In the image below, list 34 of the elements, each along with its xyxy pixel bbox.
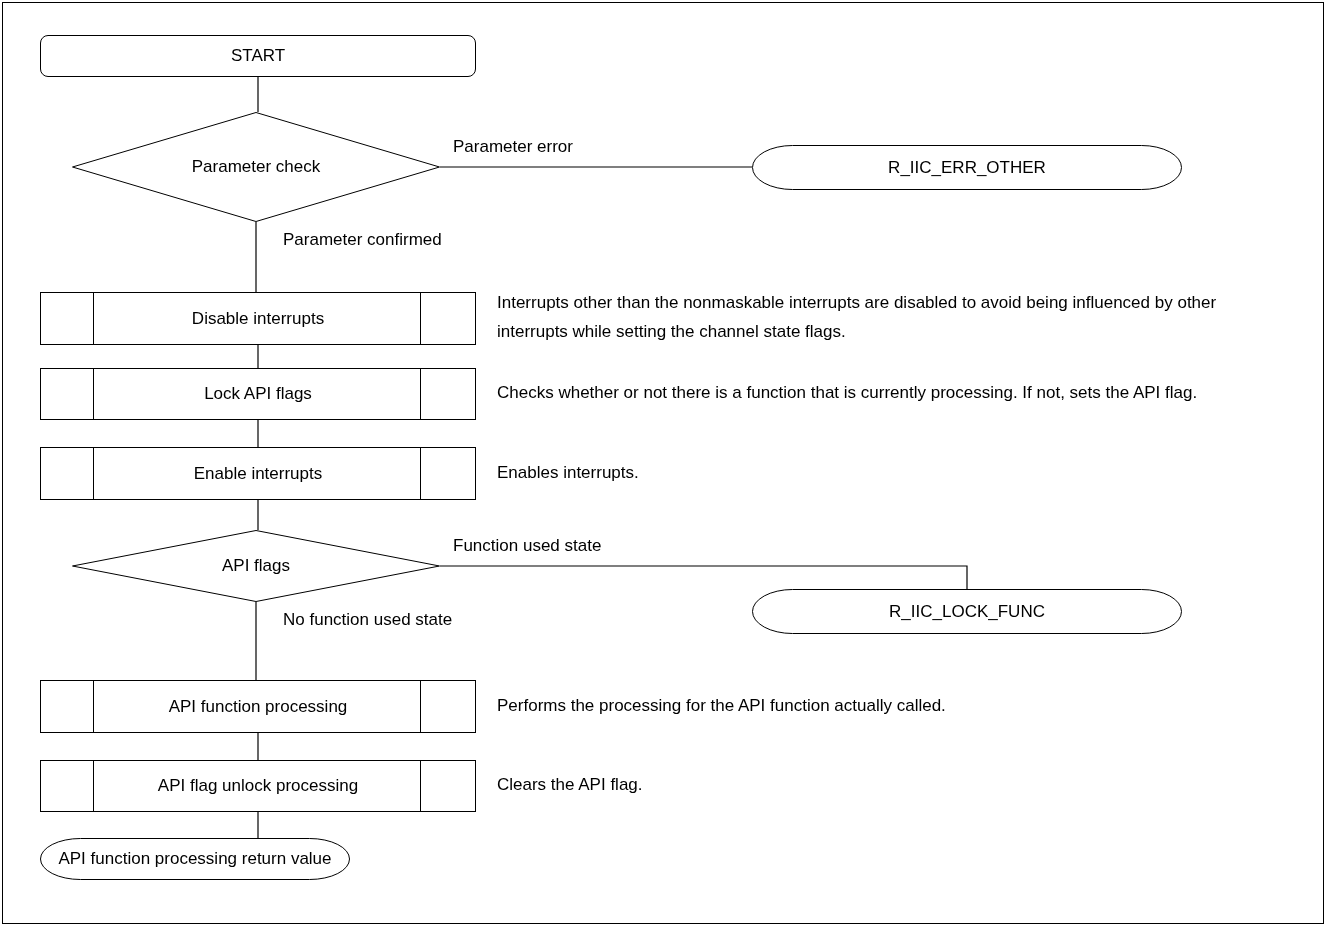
connector-line (439, 166, 753, 168)
connector-line (257, 732, 259, 761)
connector-line (439, 565, 968, 590)
node-label: Parameter check (191, 157, 321, 177)
connector-line (257, 419, 259, 448)
decision-diamond (72, 112, 440, 222)
node-label: START (230, 46, 286, 66)
predefined-process-box (40, 292, 476, 345)
node-label: Lock API flags (204, 384, 312, 404)
connector-line (257, 344, 259, 369)
predefined-process-box (40, 368, 476, 420)
node-label: API function processing (168, 696, 348, 717)
node-label: Disable interrupts (191, 308, 325, 329)
node-label: API function processing return value (58, 849, 332, 869)
node-label: API flags (221, 556, 290, 576)
annotation-text: Clears the API flag. (497, 773, 644, 796)
connector-line (255, 601, 257, 681)
annotation-text: Performs the processing for the API function actually called. (497, 694, 947, 716)
predefined-process-box (40, 447, 476, 500)
predefined-process-box (40, 760, 476, 812)
connector-line (257, 499, 259, 531)
connector-line (257, 76, 259, 113)
node-label: R_IIC_ERR_OTHER (888, 157, 1046, 178)
connector-line (257, 811, 259, 839)
node-label: Enable interrupts (193, 463, 323, 484)
annotation-text: Checks whether or not there is a function that is currently processing. If not, sets the API flag. (497, 381, 1199, 404)
predefined-process-box (40, 680, 476, 733)
decision-diamond (72, 530, 440, 602)
annotation-text: Interrupts other than the nonmaskable interrupts are disabled to avoid being influenced by other interrupts while setting the channel state flags. (497, 291, 1218, 343)
connector-line (255, 221, 257, 293)
node-label: API flag unlock processing (157, 776, 359, 796)
start-terminal (40, 35, 476, 77)
node-label: R_IIC_LOCK_FUNC (889, 601, 1045, 622)
annotation-text: Enables interrupts. (497, 461, 640, 483)
